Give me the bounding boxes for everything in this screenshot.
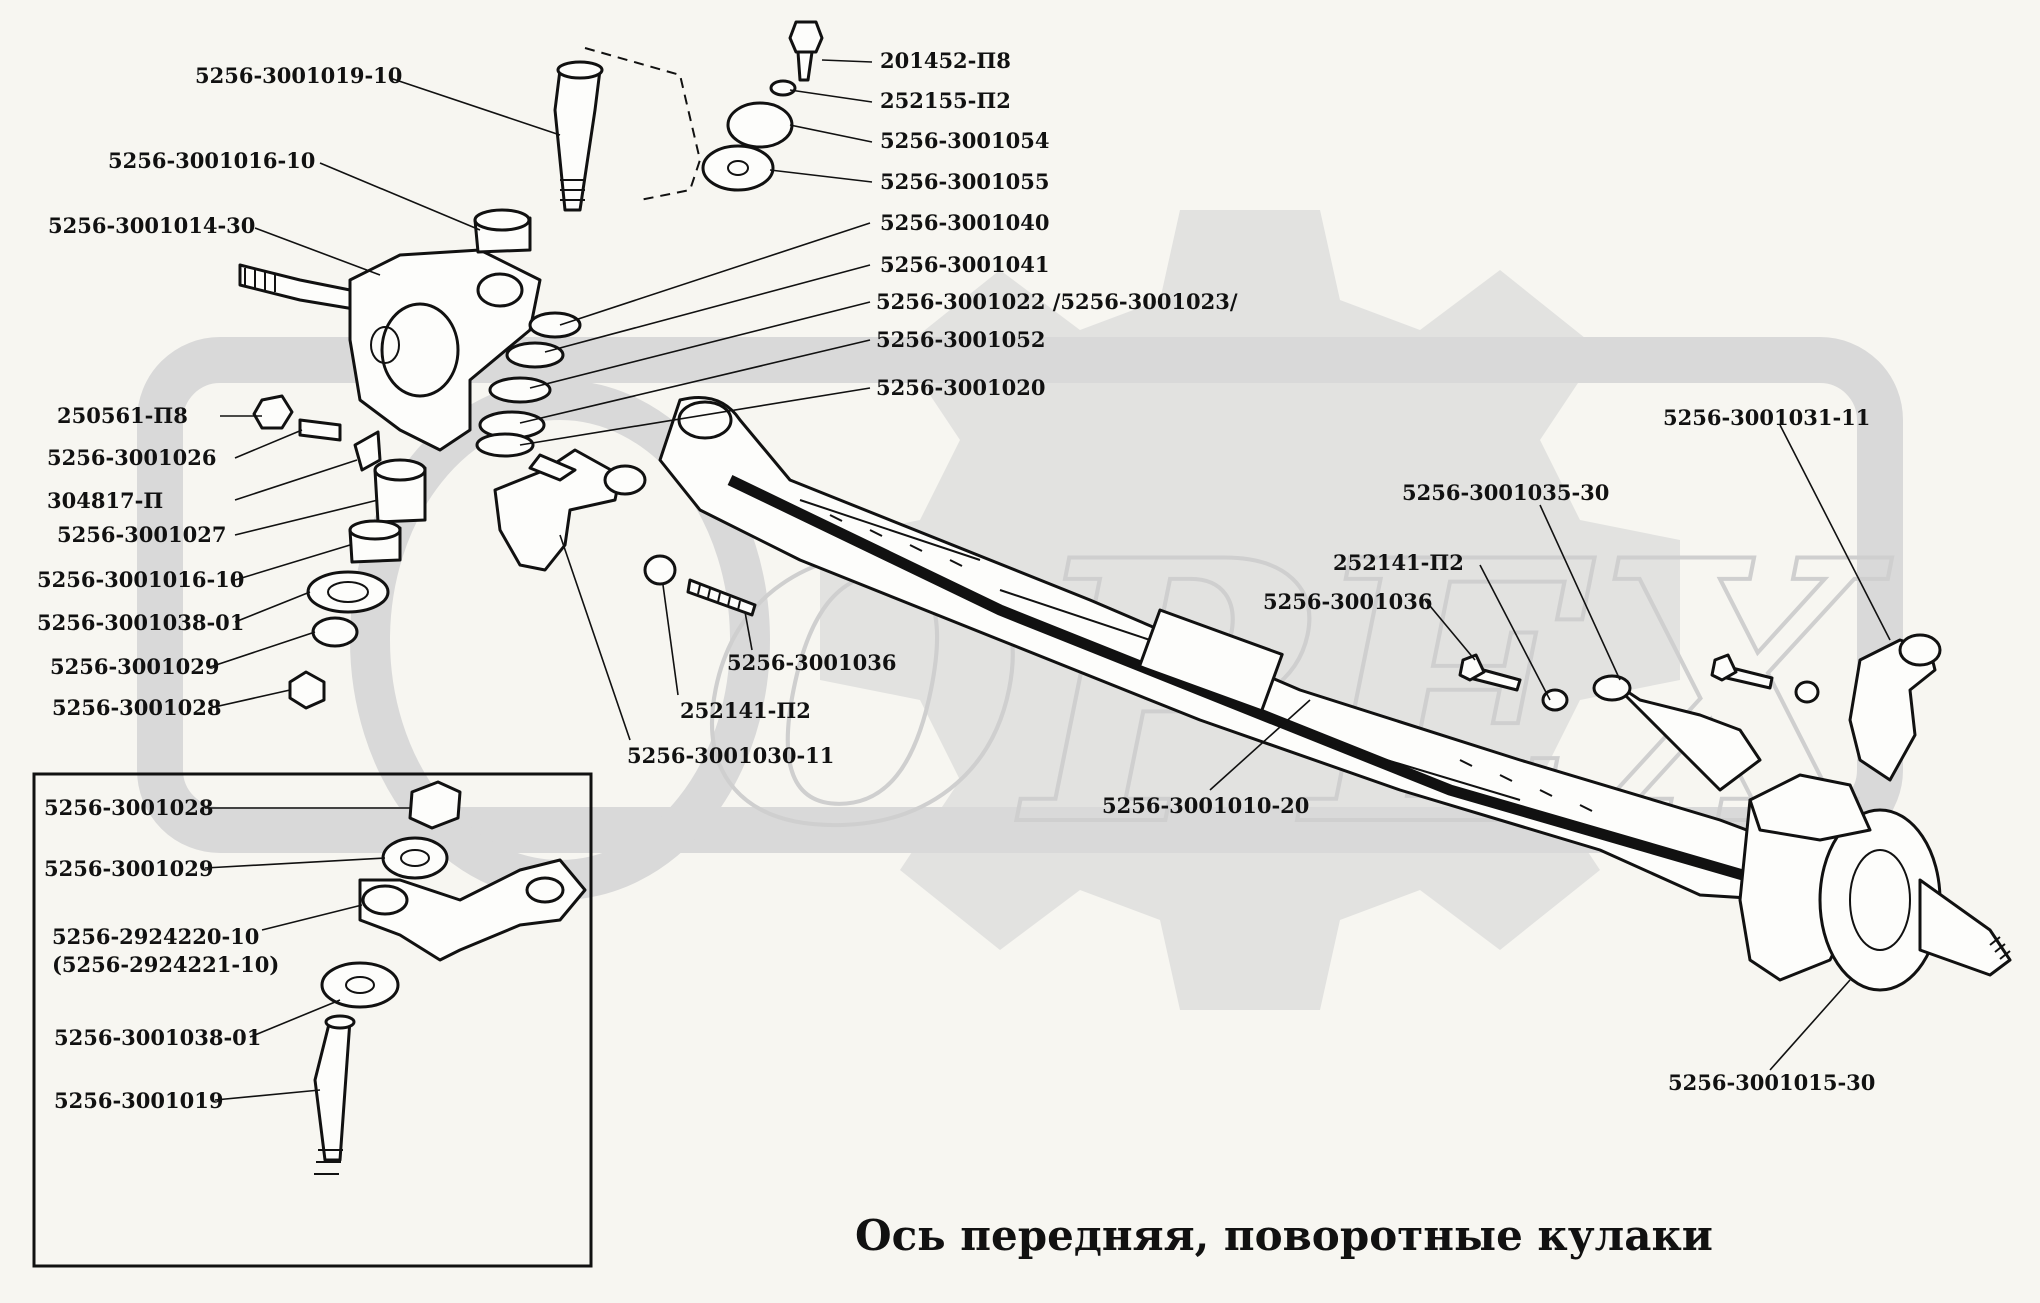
label-bearing: 5256-3001020 [876, 375, 1045, 400]
label-gasket-top: 5256-3001055 [880, 169, 1049, 194]
label-bolt-right: 5256-3001036 [1263, 589, 1432, 614]
label-knuckle-left: 5256-3001014-30 [48, 213, 255, 238]
label-seal-low: 5256-3001038-01 [37, 610, 244, 635]
label-bushing-low: 5256-3001027 [57, 522, 226, 547]
label-yoke-right: 5256-3001031-11 [1663, 405, 1870, 430]
label-bolt-top: 201452-П8 [880, 48, 1011, 73]
label-bushing-low-2: 5256-3001016-10 [37, 567, 244, 592]
label-nut-low: 5256-3001028 [52, 695, 221, 720]
label-ring-3: 5256-3001052 [876, 327, 1045, 352]
inset-panel [32, 772, 593, 1268]
left-knuckle [238, 20, 824, 710]
label-arm-left: 5256-3001030-11 [627, 743, 834, 768]
watermark-banner [137, 337, 1903, 853]
label-inset-arm-alt: (5256-2924221-10) [52, 952, 279, 977]
label-washer-low: 5256-3001029 [50, 654, 219, 679]
label-ring-2: 5256-3001041 [880, 252, 1049, 277]
label-washer-top: 252155-П2 [880, 88, 1011, 113]
label-ring-1: 5256-3001040 [880, 210, 1049, 235]
label-axle-beam: 5256-3001010-20 [1102, 793, 1309, 818]
label-wedge: 5256-3001026 [47, 445, 216, 470]
label-bolt-mid: 5256-3001036 [727, 650, 896, 675]
diagram-title: Ось передняя, поворотные кулаки [855, 1211, 1713, 1260]
right-knuckle [1458, 633, 2012, 992]
label-inset-seal: 5256-3001038-01 [54, 1025, 261, 1050]
label-cover-top: 5256-3001054 [880, 128, 1049, 153]
label-bushing-top: 5256-3001016-10 [108, 148, 315, 173]
label-knuckle-right: 5256-3001015-30 [1668, 1070, 1875, 1095]
label-grease-fitting: 304817-П [47, 488, 163, 513]
axle-beam [658, 396, 1802, 902]
part-labels: 5256-3001019-10 5256-3001016-10 5256-300… [37, 48, 1875, 1113]
label-inset-arm: 5256-2924220-10 [52, 924, 259, 949]
leader-lines [204, 59, 1891, 1101]
label-washer-mid: 252141-П2 [680, 698, 811, 723]
label-washer-right: 252141-П2 [1333, 550, 1464, 575]
label-nut-left: 250561-П8 [57, 403, 188, 428]
label-inset-washer: 5256-3001029 [44, 856, 213, 881]
label-arm-right: 5256-3001035-30 [1402, 480, 1609, 505]
label-kingpin-top: 5256-3001019-10 [195, 63, 402, 88]
label-inset-kingpin: 5256-3001019 [54, 1088, 223, 1113]
label-inset-nut: 5256-3001028 [44, 795, 213, 820]
label-shim: 5256-3001022 /5256-3001023/ [876, 289, 1238, 314]
